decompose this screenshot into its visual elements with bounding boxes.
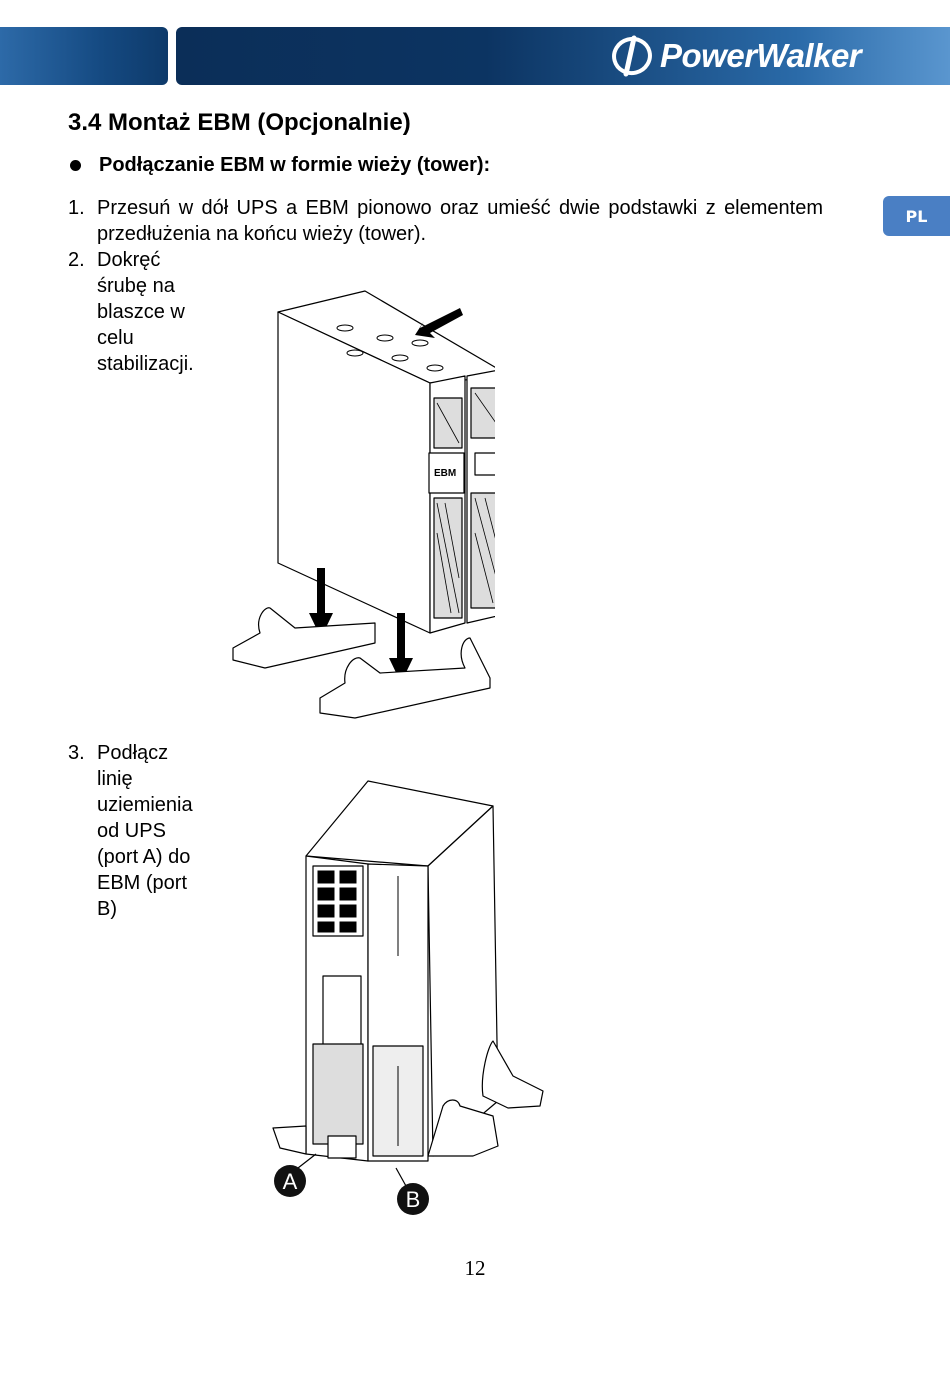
port-a-callout xyxy=(274,1165,306,1197)
down-arrow-icon xyxy=(309,568,413,683)
bullet-dot-icon xyxy=(70,160,81,171)
brand-name: PowerWalker xyxy=(660,37,862,74)
port-a-label: A xyxy=(283,1169,298,1194)
port-b-callout xyxy=(397,1183,429,1215)
language-tab: PL xyxy=(883,196,950,236)
port-b-label: B xyxy=(406,1187,421,1212)
header-band-left xyxy=(0,27,168,85)
step-number: 1. xyxy=(68,197,85,219)
tower-stand xyxy=(232,607,491,719)
bullet-heading-text: Podłączanie EBM w formie wieży (tower): xyxy=(99,154,491,176)
bullet-heading: Podłączanie EBM w formie wieży (tower): xyxy=(68,154,490,177)
header-band-right xyxy=(176,27,950,85)
tower-mount-figure: EBM xyxy=(232,290,495,719)
page-number: 12 xyxy=(464,1256,486,1280)
section-title: 3.4 Montaż EBM (Opcjonalnie) xyxy=(68,109,411,136)
step-text: Dokręć śrubę na blaszce w celu stabiliza… xyxy=(97,249,194,375)
step-number: 3. xyxy=(68,742,85,764)
power-logo-icon xyxy=(612,35,652,77)
step-text: Przesuń w dół UPS a EBM pionowo oraz umi… xyxy=(97,197,823,245)
brand-logo: PowerWalker xyxy=(610,32,862,80)
ground-connection-figure: A B xyxy=(272,780,544,1215)
step-number: 2. xyxy=(68,249,85,271)
push-arrow-icon xyxy=(415,308,463,338)
ebm-label: EBM xyxy=(434,468,456,479)
step-text: Podłącz linię uziemienia od UPS (port A)… xyxy=(97,742,193,920)
